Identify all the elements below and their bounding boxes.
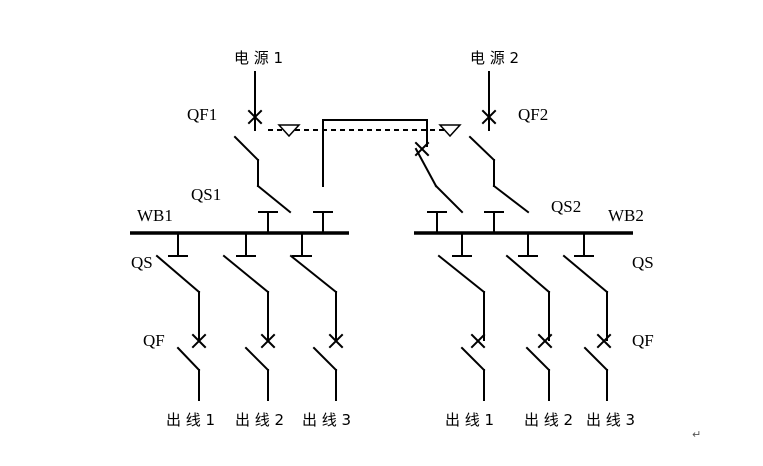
right-outlet-1-label: 出 线 1 — [445, 411, 494, 429]
breaker-cross-icon — [260, 333, 276, 349]
left-outlet-2-label: 出 线 2 — [235, 411, 284, 429]
left-outlet-2 — [222, 232, 276, 401]
right-incoming-feeder — [468, 71, 530, 234]
qf1-label: QF1 — [187, 105, 217, 124]
interlock-triangle-icon-left — [277, 124, 301, 138]
interlock-dashed-line — [268, 124, 462, 138]
qf-right-label: QF — [632, 331, 654, 350]
left-incoming-feeder — [233, 71, 292, 234]
wb2-label: WB2 — [608, 206, 644, 225]
qf2-label: QF2 — [518, 105, 548, 124]
qs2-label: QS2 — [551, 197, 581, 216]
qs1-label: QS1 — [191, 185, 221, 204]
paragraph-mark: ↵ — [692, 428, 701, 441]
wb1-label: WB1 — [137, 206, 173, 225]
qf2-breaker-cross-icon — [481, 109, 497, 125]
breaker-cross-icon — [470, 333, 486, 349]
interlock-triangle-icon-right — [438, 124, 462, 138]
qf1-breaker-cross-icon — [247, 109, 263, 125]
source-2-label: 电 源 2 — [470, 49, 519, 67]
qs-left-label: QS — [131, 253, 153, 272]
breaker-cross-icon — [537, 333, 553, 349]
bus-tie-link — [313, 119, 464, 234]
breaker-cross-icon — [191, 333, 207, 349]
left-outlet-3 — [289, 232, 344, 401]
right-outlet-1 — [437, 232, 486, 401]
left-outlet-3-label: 出 线 3 — [302, 411, 351, 429]
right-outlet-3-label: 出 线 3 — [586, 411, 635, 429]
right-outlet-2-label: 出 线 2 — [524, 411, 573, 429]
left-outlet-1-label: 出 线 1 — [166, 411, 215, 429]
breaker-cross-icon — [596, 333, 612, 349]
breaker-cross-icon — [328, 333, 344, 349]
right-outlet-2 — [505, 232, 553, 401]
left-outlet-1 — [155, 232, 207, 401]
right-outlet-3 — [562, 232, 612, 401]
qs-right-label: QS — [632, 253, 654, 272]
source-1-label: 电 源 1 — [234, 49, 283, 67]
qf-left-label: QF — [143, 331, 165, 350]
